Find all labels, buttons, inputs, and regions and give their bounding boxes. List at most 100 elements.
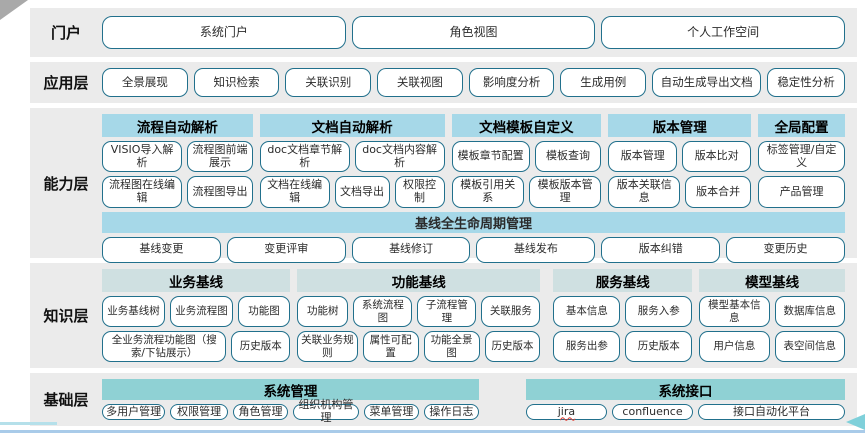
diagram-node: 属性可配置 [362,331,419,362]
group-header-model-baseline: 模型基线 [699,269,845,292]
diagram-node: 数据库信息 [774,296,845,327]
diagram-node: 关联服务 [481,296,541,327]
diagram-node: 影响度分析 [468,68,555,97]
diagram-node: 模板引用关系 [451,176,524,208]
layer-label-portal: 门户 [50,24,81,42]
diagram-node: 版本比对 [682,141,752,173]
diagram-node: 模型基本信息 [699,296,770,327]
diagram-node: 基线变更 [102,236,221,263]
diagram-node: 变更评审 [226,236,346,263]
group-service-baseline: 服务基线 基本信息 服务入参 服务出参 历史版本 [553,269,693,362]
diagram-node: 基线修订 [351,236,471,263]
layer-portal: 门户 系统门户 角色视图 个人工作空间 [30,8,857,57]
diagram-node-confluence: confluence [611,404,694,420]
group-doc-template-custom: 文档模板自定义 模板章节配置 模板查询 模板引用关系 模板版本管理 [451,114,602,208]
diagram-node: 模板查询 [534,141,602,173]
diagram-node: 关联视图 [377,68,463,97]
diagram-node: 流程图导出 [187,176,253,208]
diagram-node: 权限控制 [394,176,445,208]
diagram-node: 服务入参 [625,296,693,327]
diagram-node-jira: jira [525,404,607,420]
layer-label-foundation: 基础层 [43,391,89,409]
diagram-node: 文档在线编辑 [259,176,330,208]
layer-capability: 能力层 流程自动解析 VISIO导入解析 流程图前端展示 流程图在线编辑 流程图… [30,108,857,263]
layer-label-application: 应用层 [43,74,89,92]
diagram-node: 流程图在线编辑 [102,176,183,208]
diagram-node: 版本关联信息 [608,176,681,208]
layer-label-knowledge: 知识层 [43,307,89,325]
group-function-baseline: 功能基线 功能树 系统流程图 子流程管理 关联服务 关联业务规则 属性可配置 功… [297,269,541,362]
diagram-node: 历史版本 [484,331,541,362]
diagram-node: 标签管理/自定义 [758,141,845,173]
group-system-management: 系统管理 多用户管理 权限管理 角色管理 组织机构管理 菜单管理 操作日志 [102,379,479,424]
left-arrow-icon [846,414,865,430]
group-header-doc-auto-parse: 文档自动解析 [259,114,445,137]
group-header-system-management: 系统管理 [102,379,479,400]
group-doc-auto-parse: 文档自动解析 doc文档章节解析 doc文档内容解析 文档在线编辑 文档导出 权… [259,114,445,208]
diagram-node: VISIO导入解析 [102,141,183,173]
group-header-global-config: 全局配置 [758,114,845,137]
diagram-node: 关联业务规则 [297,331,358,362]
diagram-node: 流程图前端展示 [187,141,253,173]
diagram-node: 产品管理 [758,176,845,208]
bottom-edge-line-decoration [0,430,865,433]
group-header-baseline-lifecycle: 基线全生命周期管理 [102,211,845,233]
diagram-node: doc文档内容解析 [354,141,445,173]
diagram-node: 功能树 [297,296,349,327]
diagram-node: 全景展现 [102,68,188,97]
diagram-node: 子流程管理 [417,296,477,327]
corner-fold-icon [0,0,28,20]
diagram-node: 个人工作空间 [601,16,846,49]
bottom-left-line-decoration [0,422,57,425]
layer-foundation: 基础层 系统管理 多用户管理 权限管理 角色管理 组织机构管理 菜单管理 操作日… [30,373,857,426]
group-version-management: 版本管理 版本管理 版本比对 版本关联信息 版本合并 [608,114,752,208]
layer-knowledge: 知识层 业务基线 业务基线树 业务流程图 功能图 全业务流程功能图（搜索/下钻展… [30,263,857,368]
diagram-node: 组织机构管理 [292,399,359,424]
diagram-node: 表空间信息 [774,331,845,362]
group-header-function-baseline: 功能基线 [297,269,541,292]
group-header-business-baseline: 业务基线 [102,269,291,292]
diagram-node: 服务出参 [553,331,621,362]
diagram-node: 角色视图 [351,16,596,49]
diagram-node: 系统流程图 [353,296,413,327]
diagram-node: 变更历史 [726,236,845,263]
group-header-service-baseline: 服务基线 [553,269,693,292]
diagram-node: 生成用例 [560,68,647,97]
group-business-baseline: 业务基线 业务基线树 业务流程图 功能图 全业务流程功能图（搜索/下钻展示） 历… [102,269,291,362]
group-process-auto-parse: 流程自动解析 VISIO导入解析 流程图前端展示 流程图在线编辑 流程图导出 [102,114,253,208]
diagram-node: 业务流程图 [170,296,234,327]
group-header-system-interface: 系统接口 [525,379,845,400]
diagram-node: 功能全景图 [423,331,480,362]
diagram-node: 模板版本管理 [528,176,602,208]
diagram-node: 历史版本 [231,331,291,362]
diagram-node: 知识检索 [193,68,280,97]
diagram-node: 版本管理 [608,141,678,173]
layer-application: 应用层 全景展现 知识检索 关联识别 关联视图 影响度分析 生成用例 自动生成导… [30,62,857,103]
diagram-node: 用户信息 [699,331,770,362]
diagram-node: 基本信息 [553,296,621,327]
diagram-node: 业务基线树 [102,296,166,327]
group-global-config: 全局配置 标签管理/自定义 产品管理 [758,114,845,208]
diagram-node: 版本合并 [685,176,752,208]
diagram-node: 操作日志 [423,404,479,420]
group-header-process-auto-parse: 流程自动解析 [102,114,253,137]
diagram-node: 菜单管理 [363,404,419,420]
diagram-node: 权限管理 [170,404,228,420]
group-system-interface: 系统接口 jira confluence 接口自动化平台 [525,379,845,420]
diagram-node: 文档导出 [334,176,390,208]
layer-label-capability: 能力层 [43,174,89,193]
diagram-node: 模板章节配置 [451,141,530,173]
group-header-doc-template-custom: 文档模板自定义 [451,114,602,137]
diagram-node: 角色管理 [232,404,288,420]
diagram-node: 历史版本 [625,331,693,362]
diagram-node: 基线发布 [476,236,596,263]
group-model-baseline: 模型基线 模型基本信息 数据库信息 用户信息 表空间信息 [699,269,845,362]
diagram-node: 稳定性分析 [767,68,846,97]
diagram-node: 功能图 [238,296,291,327]
diagram-node: 版本纠错 [601,236,721,263]
group-header-version-management: 版本管理 [608,114,752,137]
diagram-node: 关联识别 [285,68,372,97]
diagram-node: 自动生成导出文档 [652,68,762,97]
diagram-node: 多用户管理 [102,404,166,420]
